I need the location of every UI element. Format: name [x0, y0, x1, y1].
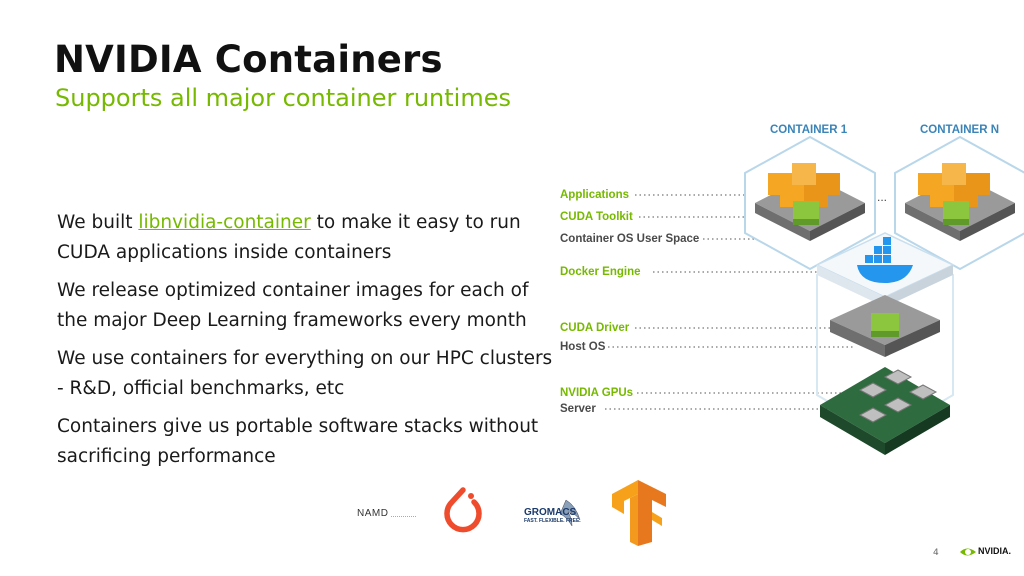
ellipsis-label: ...: [877, 190, 887, 204]
gromacs-tagline: FAST. FLEXIBLE. FREE.: [524, 518, 581, 524]
gpu-server-block: [820, 367, 950, 455]
gromacs-logo: GROMACS: [524, 507, 577, 518]
docker-engine-label: Docker Engine: [560, 266, 641, 278]
namd-logo: NAMD: [357, 508, 389, 519]
bullet-list: We built libnvidia-container to make it …: [57, 208, 557, 480]
server-label: Server: [560, 403, 596, 415]
cuda-toolkit-label: CUDA Toolkit: [560, 211, 633, 223]
page-number: 4: [933, 548, 939, 558]
container-n-label: CONTAINER N: [920, 124, 999, 136]
bullet-item: We built libnvidia-container to make it …: [57, 208, 557, 268]
host-os-label: Host OS: [560, 341, 606, 353]
docker-whale-icon: [857, 265, 913, 283]
tensorflow-icon: [612, 480, 666, 546]
container-1-block: [744, 135, 876, 271]
container-os-label: Container OS User Space: [560, 233, 699, 245]
container-stack-diagram: CONTAINER 1 CONTAINER N Applications CUD…: [560, 124, 1024, 455]
nvidia-eye-icon: [960, 548, 976, 556]
bullet-item: We use containers for everything on our …: [57, 348, 553, 399]
libnvidia-container-link[interactable]: libnvidia-container: [138, 212, 311, 233]
cuda-driver-block: [830, 295, 940, 357]
gromacs-icon: [559, 499, 581, 527]
nvidia-gpus-label: NVIDIA GPUs: [560, 387, 633, 399]
container-1-label: CONTAINER 1: [770, 124, 848, 136]
container-n-block: [894, 135, 1024, 271]
docker-engine-block: [815, 232, 955, 307]
bullet-text: We built: [57, 212, 139, 233]
bullet-item: We release optimized container images fo…: [57, 280, 529, 331]
cuda-driver-label: CUDA Driver: [560, 322, 630, 334]
namd-underline: [391, 516, 416, 517]
bullet-item: Containers give us portable software sta…: [57, 416, 539, 467]
slide-title: NVIDIA Containers: [54, 38, 443, 81]
gpu-chip-icons: [858, 369, 938, 423]
nvidia-wordmark: NVIDIA.: [978, 546, 1012, 556]
pytorch-icon: [444, 487, 482, 533]
slide-subtitle: Supports all major container runtimes: [55, 84, 511, 112]
bullet-text: to make it easy to run CUDA applications…: [57, 212, 521, 263]
applications-label: Applications: [560, 189, 629, 201]
framework-logos: NAMD GROMACS FAST. FLEXIBLE. FREE.: [340, 478, 690, 548]
